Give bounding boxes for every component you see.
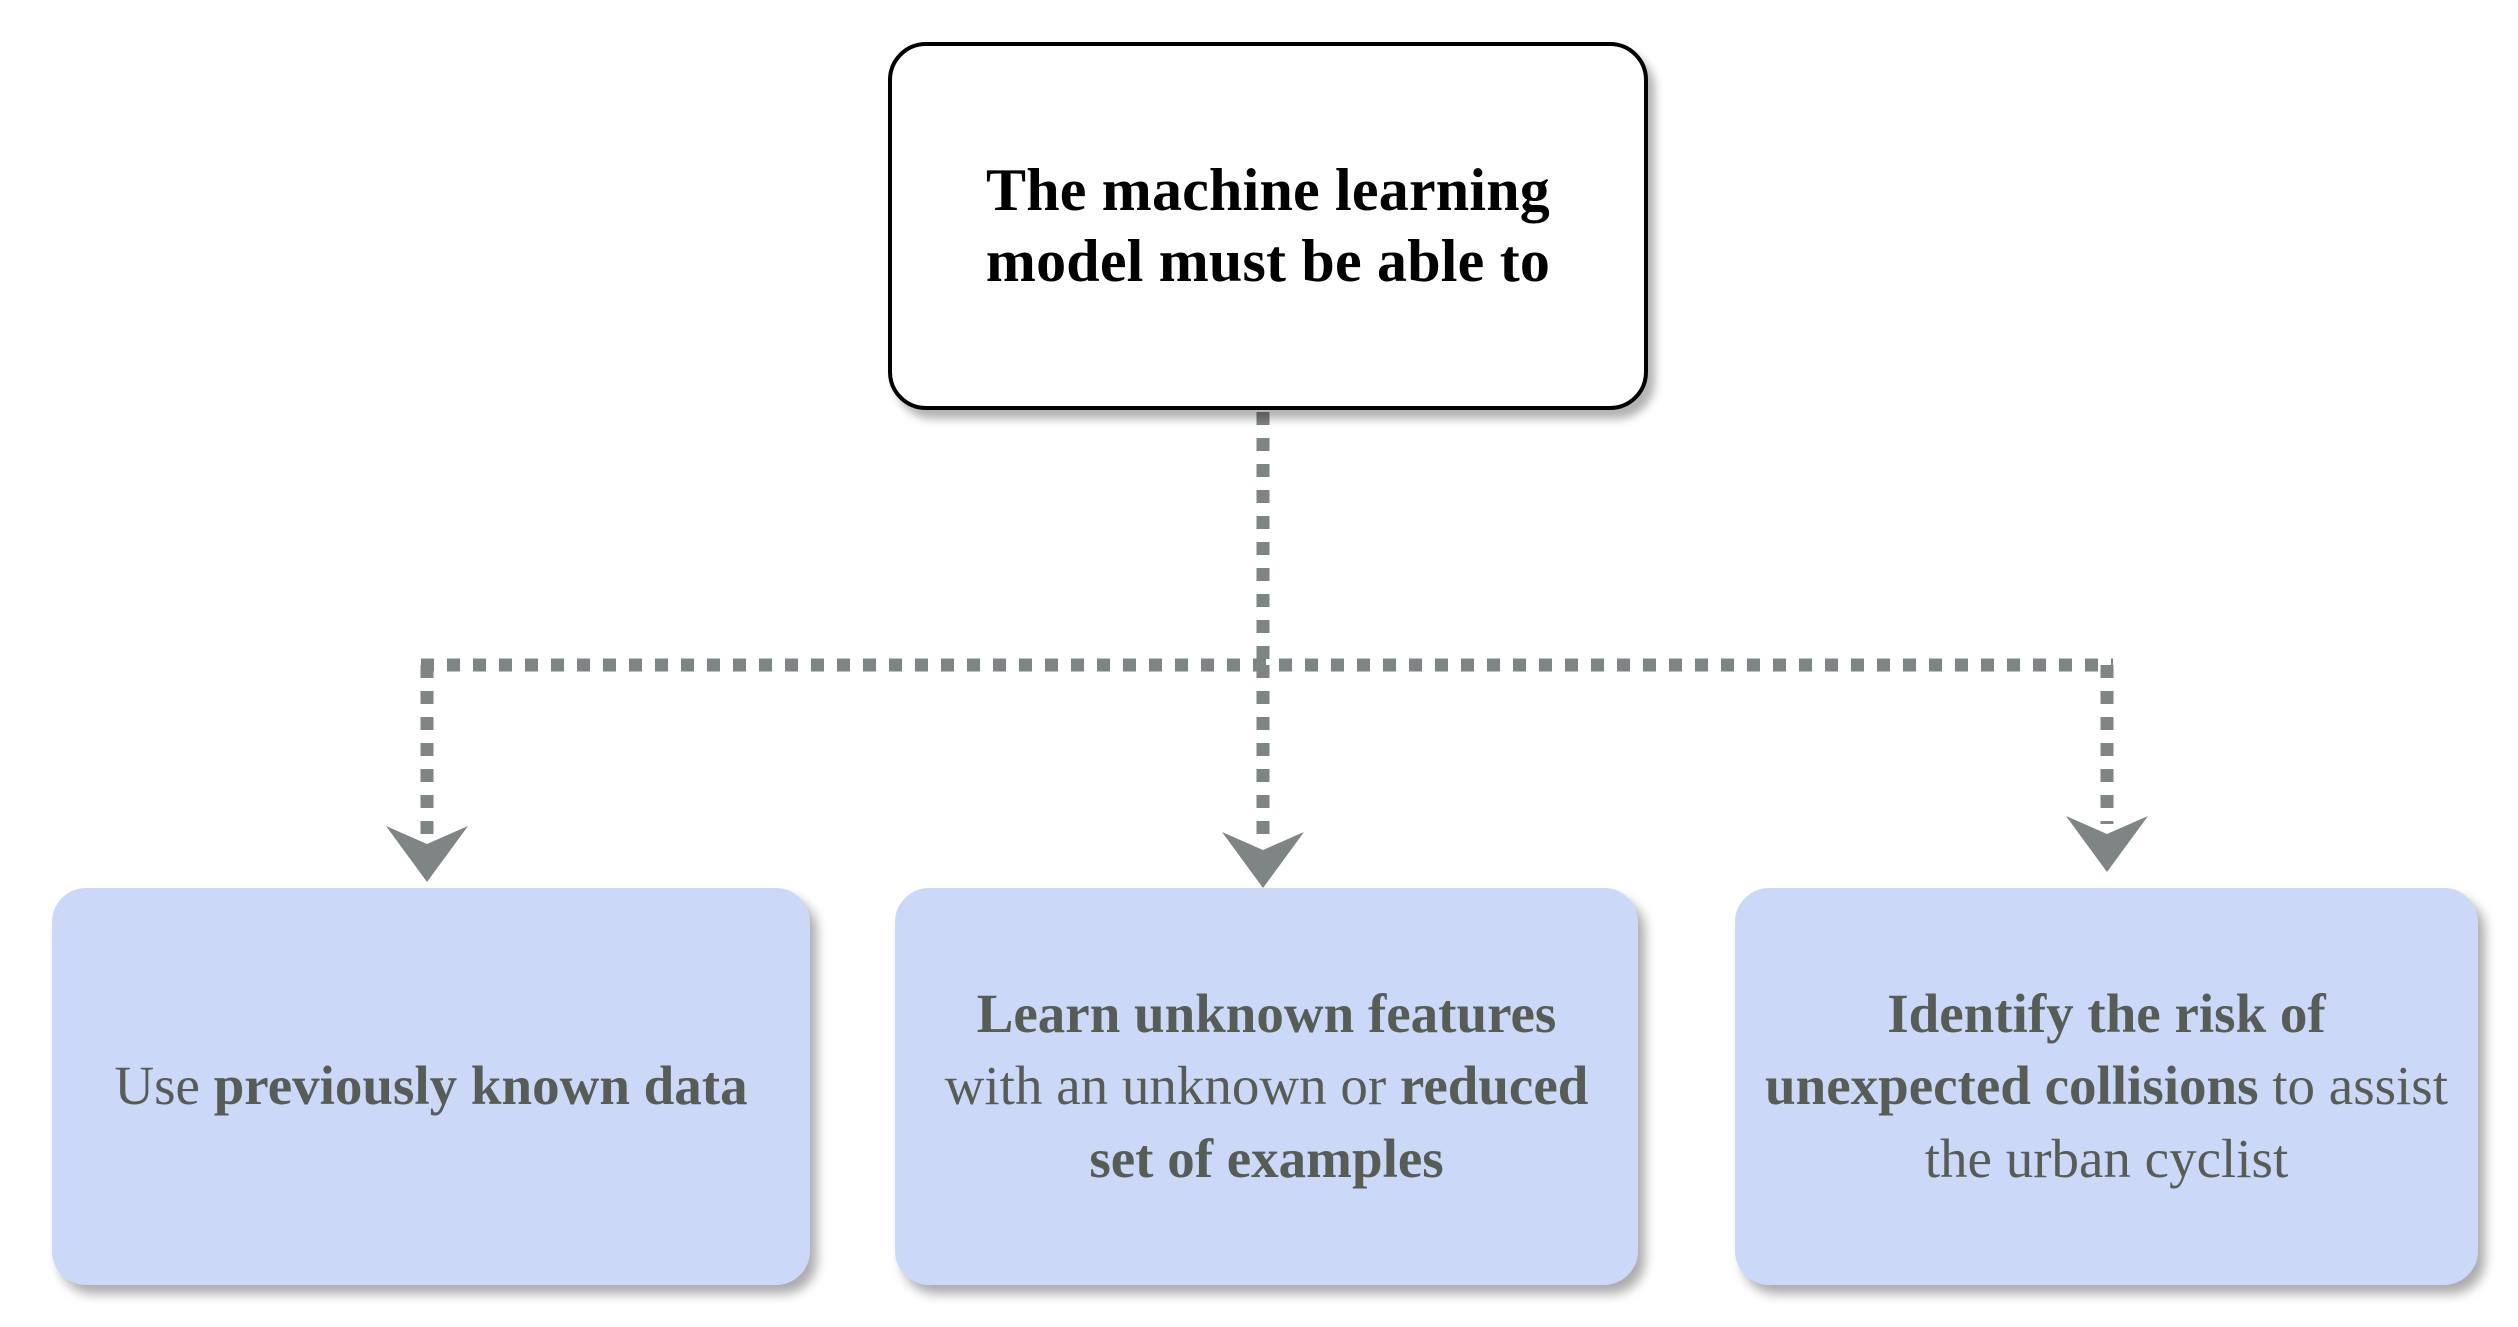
child-node-learn-unknown-features[interactable]: Learn unknown features with an unknown o… <box>895 888 1638 1285</box>
arrowhead-right-icon <box>2066 816 2148 872</box>
child-node-use-previously-known-data[interactable]: Use previously known data <box>52 888 810 1285</box>
child-node-label: Identify the risk of unexpected collisio… <box>1765 982 2448 1189</box>
child-node-label: Learn unknown features with an unknown o… <box>944 982 1589 1189</box>
child-node-label: Use previously known data <box>114 1055 748 1117</box>
arrowhead-left-icon <box>386 826 468 882</box>
arrowhead-middle-icon <box>1222 832 1304 888</box>
child-node-identify-risk-of-collisions[interactable]: Identify the risk of unexpected collisio… <box>1735 888 2478 1285</box>
